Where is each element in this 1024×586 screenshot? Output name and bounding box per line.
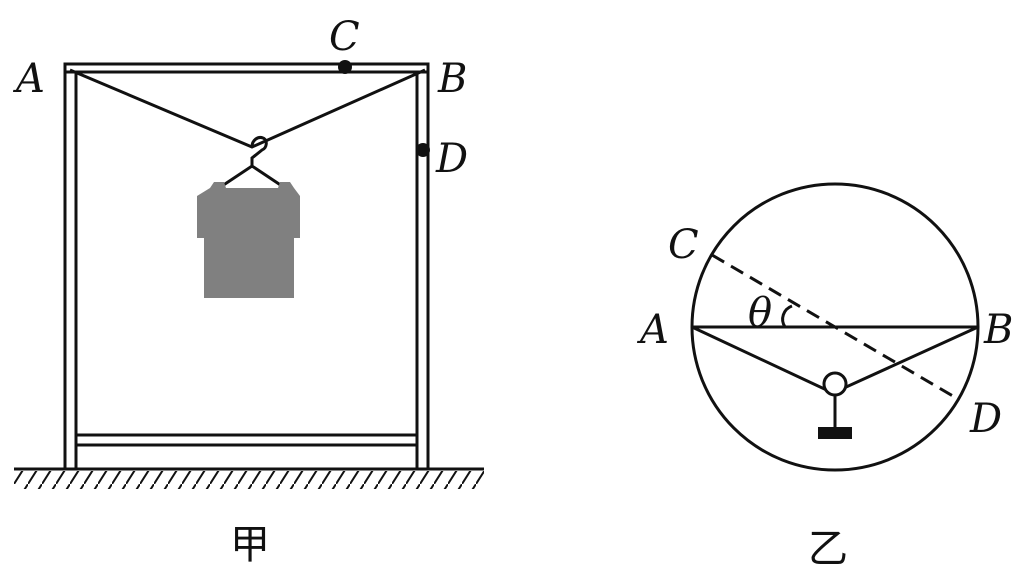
label-theta: θ xyxy=(748,290,772,336)
chord-cd-dashed xyxy=(711,253,959,401)
hanger-frame xyxy=(221,164,283,188)
top-bar xyxy=(63,62,430,74)
label-c: C xyxy=(329,14,360,60)
caption-b: 乙 xyxy=(808,526,848,572)
label-a: A xyxy=(12,56,45,102)
ground-hatching xyxy=(14,471,484,489)
caption-a: 甲 xyxy=(230,522,270,568)
hanger-hook xyxy=(250,136,268,168)
label-b-b: B xyxy=(983,307,1013,353)
label-a-b: A xyxy=(636,307,669,353)
right-post xyxy=(415,62,430,471)
garment xyxy=(197,182,300,298)
figure-a: A B C D 甲 xyxy=(12,14,484,568)
pulley-ring xyxy=(822,371,848,397)
label-d: D xyxy=(435,136,468,182)
figure-b: A B C D θ 乙 xyxy=(636,182,1013,572)
rope xyxy=(69,68,426,149)
weight-block xyxy=(818,427,852,439)
angle-arc xyxy=(781,304,793,328)
lower-bar xyxy=(74,433,419,447)
point-c-dot xyxy=(338,60,352,74)
label-b: B xyxy=(437,56,467,102)
point-d-dot xyxy=(416,143,430,157)
label-d-b: D xyxy=(969,396,1002,442)
left-post xyxy=(63,62,78,471)
label-c-b: C xyxy=(668,222,699,268)
